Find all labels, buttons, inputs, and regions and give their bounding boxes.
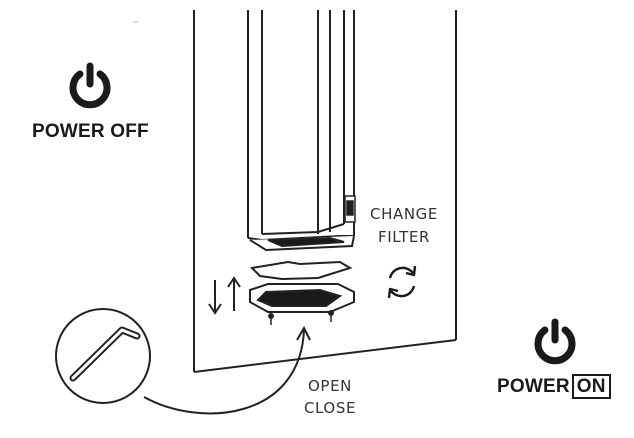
change-filter-label: CHANGE FILTER <box>364 205 444 246</box>
power-word: POWER <box>497 376 570 397</box>
screw-left <box>268 313 274 325</box>
power-off-icon <box>69 62 111 109</box>
curved-arrow <box>143 325 311 415</box>
close-label: CLOSE <box>303 399 357 417</box>
power-on-icon <box>534 318 576 365</box>
housing-bottom-cap <box>249 235 355 252</box>
power-off-label: POWER OFF <box>32 121 149 142</box>
side-switch <box>344 195 356 223</box>
filter-housing <box>247 10 355 242</box>
open-close-label: OPEN CLOSE <box>292 377 368 417</box>
open-label: OPEN <box>308 377 352 395</box>
screw-right <box>328 310 334 322</box>
up-down-arrows-icon <box>208 276 241 315</box>
allen-key-icon <box>55 308 151 404</box>
bottom-cover <box>249 283 355 313</box>
filter-mat <box>249 260 353 281</box>
wall-panel <box>193 10 457 373</box>
rotate-arrows-icon <box>387 265 417 299</box>
change-filter-line1: CHANGE <box>370 205 438 223</box>
on-word-boxed: ON <box>571 374 611 399</box>
change-filter-line2: FILTER <box>377 228 430 246</box>
